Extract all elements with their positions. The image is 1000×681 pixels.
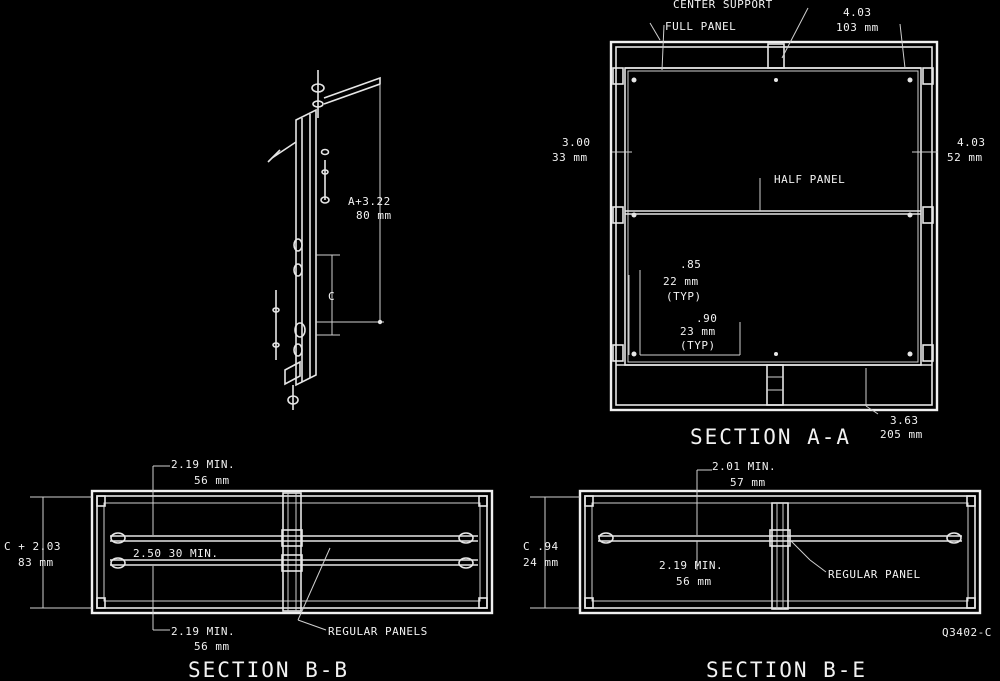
aa-left-metric: 33 mm — [552, 151, 588, 164]
aa-inner2-value: .90 — [696, 312, 717, 325]
section-be-title: SECTION B-E — [706, 658, 867, 681]
aa-bottom-value: 3.63 — [890, 414, 919, 427]
aa-top-right-metric: 103 mm — [836, 21, 879, 34]
aa-inner2-typ: (TYP) — [680, 339, 716, 352]
bb-top-min-value: 2.19 MIN. — [171, 458, 235, 471]
bb-bottom-min-metric: 56 mm — [194, 640, 230, 653]
isometric-exploded-view — [267, 70, 384, 410]
section-aa-drawing — [609, 7, 939, 415]
aa-top-right-value: 4.03 — [843, 6, 872, 19]
aa-right-metric: 52 mm — [947, 151, 983, 164]
bb-regular-panels-label: REGULAR PANELS — [328, 625, 428, 638]
bb-height-value: C + 2.03 — [4, 540, 61, 553]
drawing-id: Q3402-C — [942, 626, 992, 639]
bb-top-min-metric: 56 mm — [194, 474, 230, 487]
section-bb-drawing — [30, 465, 494, 631]
section-aa-title: SECTION A-A — [690, 425, 851, 449]
aa-right-value: 4.03 — [957, 136, 986, 149]
aa-inner2-metric: 23 mm — [680, 325, 716, 338]
be-inner-min-metric: 56 mm — [676, 575, 712, 588]
iso-dim-a-metric: 80 mm — [356, 209, 392, 222]
aa-center-support-label: CENTER SUPPORT — [673, 0, 773, 11]
aa-inner1-metric: 22 mm — [663, 275, 699, 288]
aa-half-panel-label: HALF PANEL — [774, 173, 845, 186]
iso-dim-c-value: C — [328, 290, 335, 303]
aa-inner1-value: .85 — [680, 258, 701, 271]
iso-dim-a-value: A+3.22 — [348, 195, 391, 208]
aa-inner1-typ: (TYP) — [666, 290, 702, 303]
be-top-min-metric: 57 mm — [730, 476, 766, 489]
bb-height-metric: 83 mm — [18, 556, 54, 569]
aa-full-panel-label: FULL PANEL — [665, 20, 736, 33]
bb-center-min: 2.50 30 MIN. — [133, 547, 218, 560]
be-height-value: C .94 — [523, 540, 559, 553]
aa-bottom-metric: 205 mm — [880, 428, 923, 441]
section-be-drawing — [530, 469, 982, 615]
be-top-min-value: 2.01 MIN. — [712, 460, 776, 473]
be-height-metric: 24 mm — [523, 556, 559, 569]
be-regular-panel-label: REGULAR PANEL — [828, 568, 921, 581]
bb-bottom-min-value: 2.19 MIN. — [171, 625, 235, 638]
section-bb-title: SECTION B-B — [188, 658, 349, 681]
aa-left-value: 3.00 — [562, 136, 591, 149]
be-inner-min-value: 2.19 MIN. — [659, 559, 723, 572]
